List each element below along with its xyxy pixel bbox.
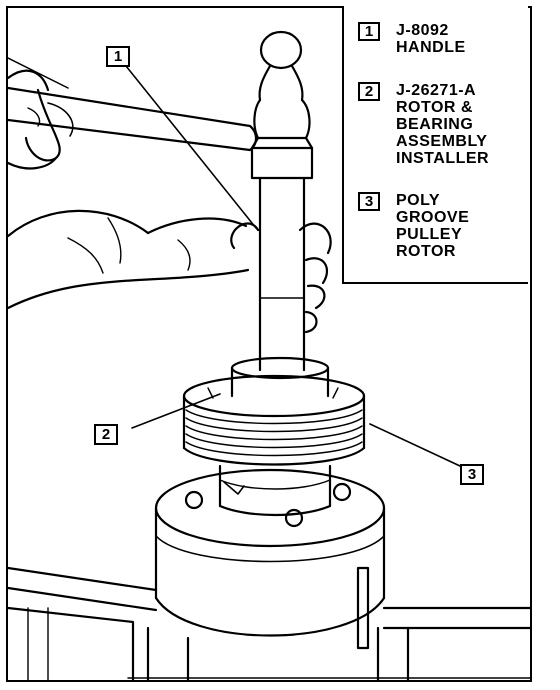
legend-number-2: 2	[358, 82, 380, 101]
legend-panel: 1 J-8092 HANDLE 2 J-26271-A ROTOR & BEAR…	[342, 6, 528, 284]
compressor-body-shape	[154, 468, 386, 637]
legend-item-1: 1 J-8092 HANDLE	[358, 22, 466, 56]
lower-hand-shape	[8, 209, 332, 334]
handle-shaft-shape	[258, 176, 306, 372]
upper-hand-shape	[8, 69, 74, 170]
leader-lines	[125, 65, 461, 467]
pulley-rotor-shape	[182, 374, 366, 466]
callout-1: 1	[106, 46, 130, 67]
hammer-shape	[8, 57, 258, 152]
callout-3: 3	[460, 464, 484, 485]
legend-text-2: J-26271-A ROTOR & BEARING ASSEMBLY INSTA…	[396, 82, 490, 167]
legend-number-3: 3	[358, 192, 380, 211]
legend-number-1: 1	[358, 22, 380, 41]
callout-2: 2	[94, 424, 118, 445]
illustration	[8, 30, 530, 680]
installer-collar-shape	[230, 356, 330, 398]
mounting-bracket-shape	[8, 566, 530, 680]
legend-item-2: 2 J-26271-A ROTOR & BEARING ASSEMBLY INS…	[358, 82, 489, 167]
legend-item-3: 3 POLY GROOVE PULLEY ROTOR	[358, 192, 469, 260]
legend-text-3: POLY GROOVE PULLEY ROTOR	[396, 192, 470, 260]
legend-text-1: J-8092 HANDLE	[396, 22, 466, 56]
handle-knob-shape	[250, 30, 314, 180]
